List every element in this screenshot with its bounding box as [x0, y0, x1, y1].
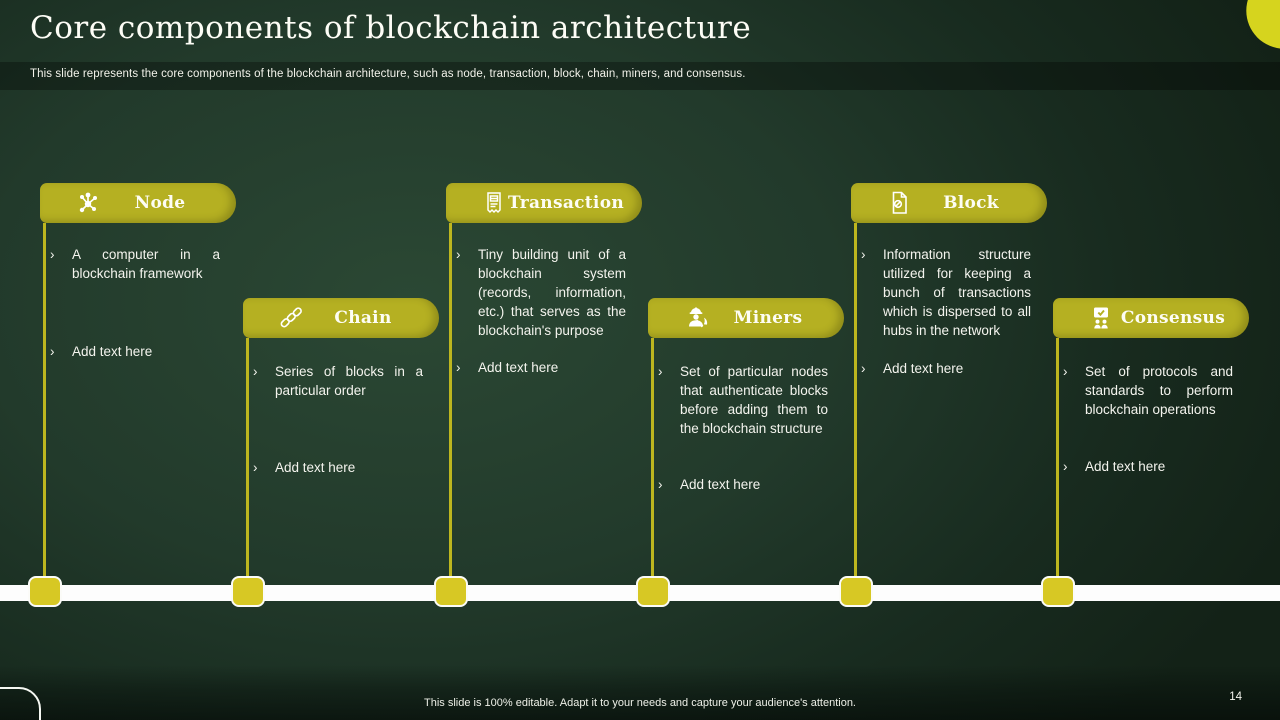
bullet-item: › Information structure utilized for kee… — [859, 245, 1031, 340]
timeline-marker — [28, 576, 62, 607]
chain-label: Chain — [334, 308, 392, 328]
bullet-text: Tiny building unit of a blockchain syste… — [478, 247, 626, 338]
timeline-marker — [636, 576, 670, 607]
bullet-glyph: › — [861, 361, 866, 376]
bullet-glyph: › — [1063, 364, 1068, 379]
block-text-column: › Information structure utilized for kee… — [859, 245, 1031, 378]
bullet-item: › Series of blocks in a particular order — [251, 362, 423, 400]
bullet-text: Information structure utilized for keepi… — [883, 247, 1031, 338]
corner-accent-shape — [1230, 0, 1280, 65]
consensus-header-pill: Consensus — [1053, 298, 1249, 338]
connector-line — [651, 338, 654, 585]
node-header-pill: Node — [40, 183, 236, 223]
miners-header-pill: Miners — [648, 298, 844, 338]
add-text-placeholder[interactable]: › Add text here — [859, 359, 1031, 378]
receipt-icon — [480, 189, 508, 217]
transaction-header-pill: Transaction — [446, 183, 642, 223]
bullet-item: › Tiny building unit of a blockchain sys… — [454, 245, 626, 340]
bullet-text: Add text here — [883, 361, 964, 376]
node-text-column: › A computer in a blockchain framework ›… — [48, 245, 220, 361]
timeline-marker — [839, 576, 873, 607]
bullet-text: Add text here — [478, 360, 559, 375]
bullet-glyph: › — [253, 460, 258, 475]
consensus-label: Consensus — [1120, 308, 1226, 328]
bullet-glyph: › — [658, 477, 663, 492]
connector-line — [854, 223, 857, 585]
miners-label: Miners — [733, 308, 803, 328]
bullet-text: Set of protocols and standards to perfor… — [1085, 364, 1233, 417]
page-title: Core components of blockchain architectu… — [30, 10, 752, 46]
block-label: Block — [943, 193, 999, 213]
transaction-text-column: › Tiny building unit of a blockchain sys… — [454, 245, 626, 377]
timeline-marker — [231, 576, 265, 607]
bullet-text: Add text here — [275, 460, 356, 475]
bullet-glyph: › — [50, 247, 55, 262]
add-text-placeholder[interactable]: › Add text here — [48, 342, 220, 361]
bullet-text: Series of blocks in a particular order — [275, 364, 423, 398]
connector-line — [1056, 338, 1059, 585]
miners-text-column: › Set of particular nodes that authentic… — [656, 362, 828, 494]
footer-note: This slide is 100% editable. Adapt it to… — [424, 697, 856, 709]
connector-line — [246, 338, 249, 585]
bullet-glyph: › — [658, 364, 663, 379]
timeline-marker — [1041, 576, 1075, 607]
bullet-text: A computer in a blockchain framework — [72, 247, 220, 281]
page-number: 14 — [1229, 691, 1242, 703]
bullet-text: Add text here — [72, 344, 153, 359]
connector-line — [449, 223, 452, 585]
bullet-item: › A computer in a blockchain framework — [48, 245, 220, 283]
bullet-glyph: › — [1063, 459, 1068, 474]
add-text-placeholder[interactable]: › Add text here — [454, 358, 626, 377]
bullet-item: › Set of protocols and standards to perf… — [1061, 362, 1233, 419]
chain-text-column: › Series of blocks in a particular order… — [251, 362, 423, 477]
bullet-glyph: › — [456, 247, 461, 262]
add-text-placeholder[interactable]: › Add text here — [656, 475, 828, 494]
network-node-icon — [74, 189, 102, 217]
bullet-text: Add text here — [1085, 459, 1166, 474]
timeline-marker — [434, 576, 468, 607]
slide-subtitle: This slide represents the core component… — [30, 68, 746, 80]
block-header-pill: Block — [851, 183, 1047, 223]
transaction-label: Transaction — [508, 193, 624, 213]
document-prohibit-icon — [885, 189, 913, 217]
bullet-glyph: › — [861, 247, 866, 262]
footer-shade — [0, 665, 1280, 720]
bullet-glyph: › — [50, 344, 55, 359]
node-label: Node — [134, 193, 186, 213]
add-text-placeholder[interactable]: › Add text here — [251, 458, 423, 477]
add-text-placeholder[interactable]: › Add text here — [1061, 457, 1233, 476]
bullet-text: Set of particular nodes that authenticat… — [680, 364, 828, 436]
chain-link-icon — [277, 304, 305, 332]
miner-icon — [682, 304, 710, 332]
consensus-board-icon — [1087, 304, 1115, 332]
bullet-text: Add text here — [680, 477, 761, 492]
bullet-item: › Set of particular nodes that authentic… — [656, 362, 828, 438]
chain-header-pill: Chain — [243, 298, 439, 338]
connector-line — [43, 223, 46, 585]
consensus-text-column: › Set of protocols and standards to perf… — [1061, 362, 1233, 476]
bullet-glyph: › — [456, 360, 461, 375]
bullet-glyph: › — [253, 364, 258, 379]
corner-arc-shape — [0, 687, 41, 720]
subtitle-band: This slide represents the core component… — [0, 62, 1280, 90]
